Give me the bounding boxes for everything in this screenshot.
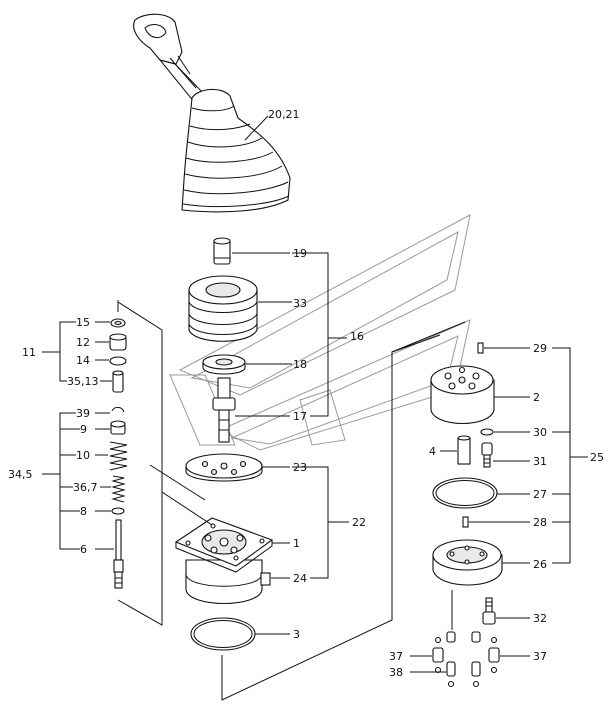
pin-part-29 [477, 342, 484, 354]
label-11: 11 [22, 346, 36, 359]
label-25: 25 [590, 451, 604, 464]
rubber-boot-part [181, 88, 291, 213]
part-35-13 [112, 370, 124, 393]
spool-part-6 [113, 519, 124, 589]
label-16: 16 [350, 330, 364, 343]
part-39 [111, 406, 125, 413]
label-31: 31 [533, 455, 547, 468]
bracket-11 [59, 321, 76, 382]
label-8: 8 [80, 505, 87, 518]
label-39: 39 [76, 407, 90, 420]
part-14 [109, 356, 127, 366]
leader-20-21 [244, 115, 269, 141]
label-30: 30 [533, 426, 547, 439]
label-37-left: 37 [389, 650, 403, 663]
part-15 [110, 318, 126, 328]
guide-line-right-branch [391, 334, 441, 353]
bushing-part-19 [213, 237, 231, 265]
label-37-right: 37 [533, 650, 547, 663]
label-36-7: 36,7 [73, 481, 98, 494]
o-ring-part-3 [190, 617, 256, 651]
pin-part-28 [462, 516, 469, 528]
bellows-part-33 [188, 275, 258, 342]
spring-part-10 [109, 441, 128, 471]
label-12: 12 [76, 336, 90, 349]
bracket-34-5 [59, 412, 80, 550]
cam-plate-part-23 [185, 453, 263, 482]
washer-part-8 [111, 507, 125, 515]
label-27: 27 [533, 488, 547, 501]
guide-line-center [149, 464, 206, 501]
label-34-5: 34,5 [8, 468, 33, 481]
screw-part-31 [481, 442, 493, 468]
label-10: 10 [76, 449, 90, 462]
screw-part-32 [482, 597, 496, 625]
label-26: 26 [533, 558, 547, 571]
label-3: 3 [293, 628, 300, 641]
label-17: 17 [293, 410, 307, 423]
label-33: 33 [293, 297, 307, 310]
label-14: 14 [76, 354, 90, 367]
label-15: 15 [76, 316, 90, 329]
plug-part-24 [260, 572, 271, 586]
fittings-part-37-38 [432, 631, 500, 688]
bracket-16 [292, 252, 329, 417]
label-32: 32 [533, 612, 547, 625]
label-18: 18 [293, 358, 307, 371]
housing-part-1 [174, 517, 274, 604]
label-4: 4 [429, 445, 436, 458]
guide-line-left-top [117, 301, 213, 526]
label-22: 22 [352, 516, 366, 529]
o-ring-part-30 [480, 428, 494, 436]
label-38: 38 [389, 666, 403, 679]
label-29: 29 [533, 342, 547, 355]
label-2: 2 [533, 391, 540, 404]
guide-line-right [221, 321, 466, 701]
part-12 [109, 333, 127, 351]
plate-part-18 [202, 354, 246, 375]
label-9: 9 [80, 423, 87, 436]
label-6: 6 [80, 543, 87, 556]
guide-line-left-bottom [117, 492, 163, 626]
sleeve-part-4 [457, 435, 471, 465]
bracket-22 [292, 466, 329, 579]
spring-part-36-7 [111, 475, 126, 503]
bracket-25 [552, 347, 571, 564]
joystick-handle-part [133, 13, 206, 104]
label-20-21: 20,21 [268, 108, 300, 121]
shaft-part-17 [212, 377, 236, 443]
cover-part-2 [430, 365, 495, 425]
label-28: 28 [533, 516, 547, 529]
o-ring-part-27 [432, 477, 498, 509]
base-plate-part-26 [432, 539, 503, 586]
label-24: 24 [293, 572, 307, 585]
label-35-13: 35,13 [67, 375, 99, 388]
label-1: 1 [293, 537, 300, 550]
part-9 [110, 420, 126, 435]
